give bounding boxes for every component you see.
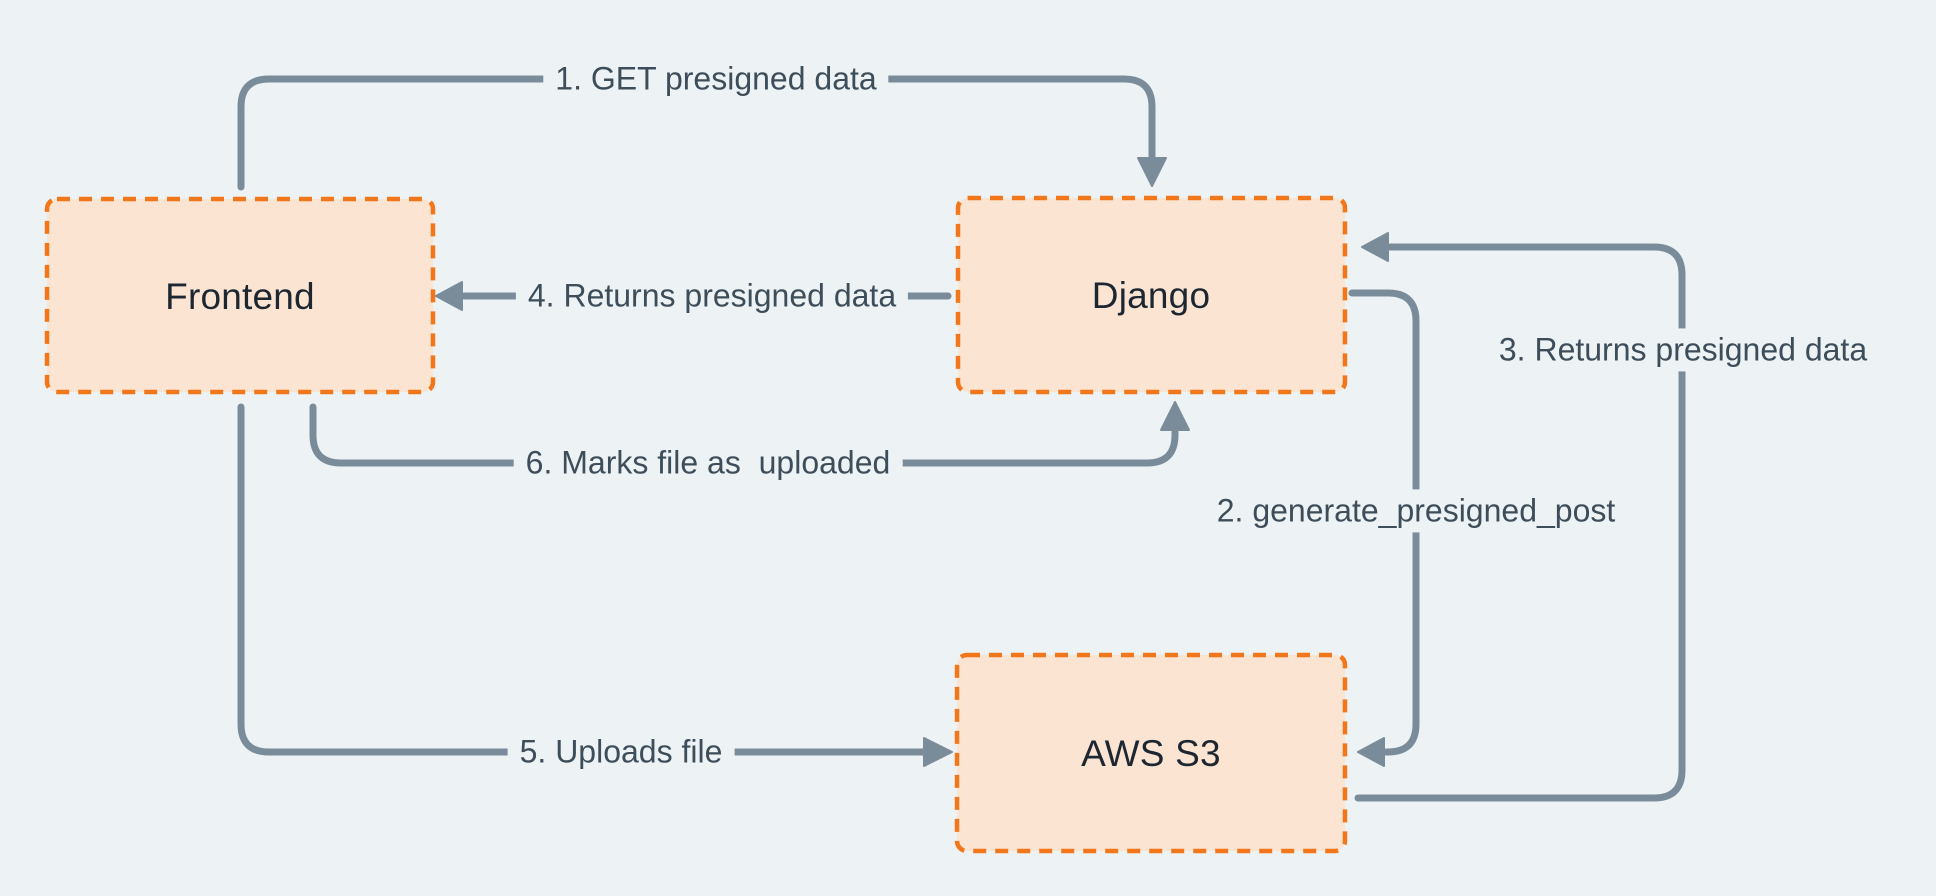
arrow-step3-label: 3. Returns presigned data: [1486, 328, 1880, 372]
arrow-step5-label: 5. Uploads file: [507, 730, 735, 774]
node-frontend-label: Frontend: [165, 276, 315, 317]
arrow-step1-head-down-icon: [1137, 157, 1167, 187]
arrow-step3-head-left-icon: [1361, 232, 1389, 262]
arrow-step4-label: 4. Returns presigned data: [515, 274, 909, 318]
node-django-box: [955, 195, 1348, 395]
node-frontend-box: [44, 196, 436, 395]
node-aws-s3-box: [954, 652, 1348, 854]
arrow-step1-label: 1. GET presigned data: [543, 57, 889, 101]
arrow-step6-head-up-icon: [1160, 401, 1190, 431]
arrow-step4-head-left-icon: [435, 281, 463, 311]
arrow-step5-path: [237, 403, 928, 756]
arrow-step5-head-right-icon: [923, 737, 953, 767]
arrow-step3-path: [1354, 243, 1686, 802]
node-django-label: Django: [1091, 275, 1211, 316]
arrow-step2-label: 2. generate_presigned_post: [1204, 489, 1628, 533]
arrow-step2-head-left-icon: [1357, 737, 1385, 767]
arrow-step6-label: 6. Marks file as uploaded: [513, 441, 903, 485]
node-aws-s3-label: AWS S3: [1081, 733, 1221, 774]
